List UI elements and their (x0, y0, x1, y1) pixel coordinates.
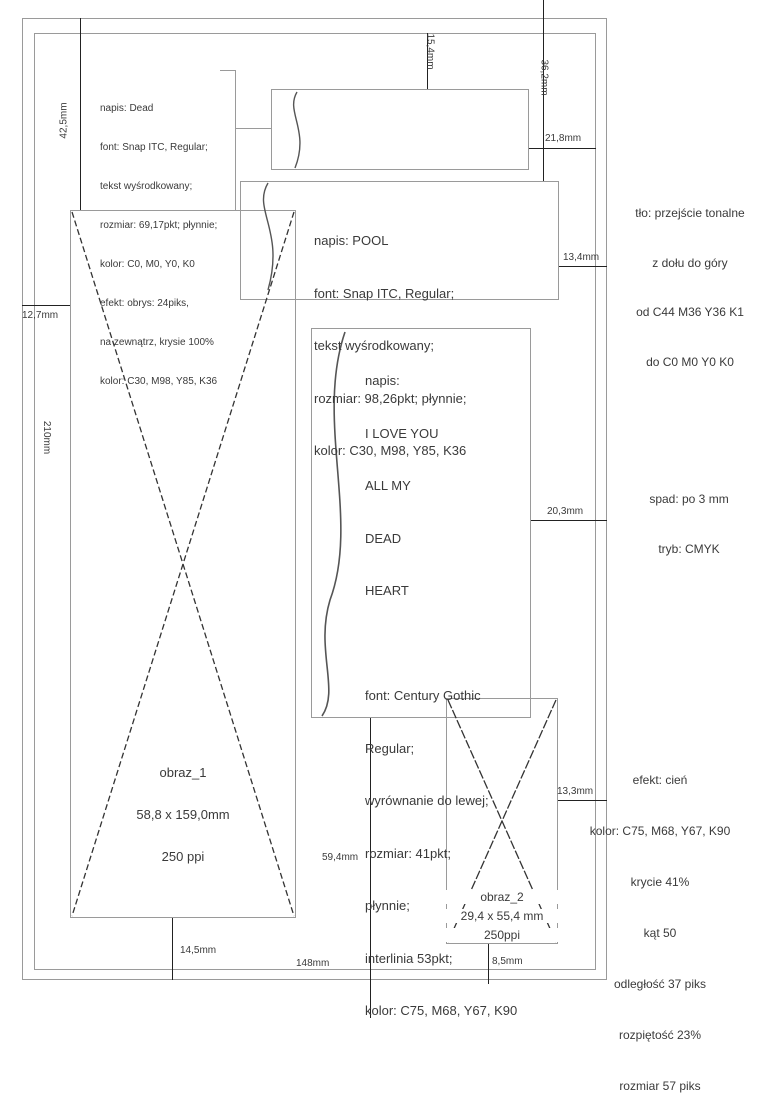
image1-ppi: 250 ppi (161, 849, 205, 864)
dead-line-4: rozmiar: 69,17pkt; płynnie; (100, 220, 218, 231)
dim-line-36-2 (543, 0, 544, 181)
love-line-2: I LOVE YOU (365, 425, 439, 441)
dead-line-1: napis: Dead (100, 103, 154, 114)
dim-label-21-8: 21,8mm (545, 133, 582, 144)
dim-line-59-4 (370, 718, 371, 1018)
dead-annotation-bracket (80, 70, 236, 210)
dim-label-14-5: 14,5mm (180, 945, 217, 956)
love-line-13: kolor: C75, M68, Y67, K90 (365, 1003, 518, 1018)
love-line-9: wyrównanie do lewej; (365, 793, 489, 808)
dim-line-12-7 (22, 305, 70, 306)
love-text-frame (311, 328, 531, 718)
dim-label-36-2: 36,2mm (538, 59, 550, 96)
dead-line-6: efekt: obrys: 24piks, (100, 298, 189, 309)
image2-ppi: 250ppi (446, 928, 558, 942)
image2-name: obraz_2 (446, 890, 558, 904)
dead-text-frame (271, 89, 529, 170)
shadow-line-4: kąt 50 (643, 926, 677, 940)
bleed-line-1: spad: po 3 mm (649, 492, 729, 506)
dim-label-8-5: 8,5mm (492, 956, 523, 967)
dead-bracket-bottom (80, 210, 236, 211)
love-line-10: rozmiar: 41pkt; (365, 845, 451, 861)
shadow-line-3: krycie 41% (630, 875, 690, 889)
shadow-line-6: rozpiętość 23% (618, 1028, 702, 1042)
love-line-6 (365, 635, 517, 653)
dead-bracket-top (220, 70, 236, 71)
dim-line-8-5 (488, 944, 489, 984)
dim-label-210: 210mm (41, 420, 53, 455)
love-line-5: HEART (365, 583, 409, 598)
dim-label-15-4: 15,4mm (424, 33, 436, 70)
image1-size: 58,8 x 159,0mm (136, 807, 230, 822)
dim-label-13-3: 13,3mm (557, 786, 594, 797)
bleed-outline (22, 18, 607, 980)
background-note: tło: przejście tonalne z dołu do góry od… (615, 172, 765, 387)
dead-line-3: tekst wyśrodkowany; (100, 181, 193, 192)
pool-text-frame (240, 181, 559, 300)
love-line-3: ALL MY (365, 478, 411, 493)
dim-line-14-5 (172, 918, 173, 980)
pool-line-5: kolor: C30, M98, Y85, K36 (314, 443, 467, 458)
image1-name: obraz_1 (159, 765, 207, 780)
shadow-line-5: odległość 37 piks (613, 977, 707, 991)
dim-line-20-3 (531, 520, 607, 521)
love-line-12: interlinia 53pkt; (365, 950, 453, 966)
dim-line-13-3 (558, 800, 607, 801)
dim-label-59-4: 59,4mm (322, 852, 359, 863)
love-line-1: napis: (365, 373, 400, 388)
bg-line-2: z dołu do góry (652, 255, 728, 270)
pool-line-3: tekst wyśrodkowany; (314, 338, 434, 353)
dim-line-13-4 (559, 266, 607, 267)
shadow-line-2: kolor: C75, M68, Y67, K90 (589, 824, 731, 838)
pool-line-2: font: Snap ITC, Regular; (314, 285, 455, 301)
dead-leader-line (236, 128, 271, 129)
shadow-line-7: rozmiar 57 piks (619, 1079, 701, 1093)
love-line-11: płynnie; (365, 898, 410, 913)
dim-line-42-5 (80, 18, 81, 210)
love-annotation: napis: I LOVE YOU ALL MY DEAD HEART font… (365, 337, 517, 1037)
dead-line-8: kolor: C30, M98, Y85, K36 (100, 376, 218, 387)
pool-line-1: napis: POOL (314, 233, 389, 248)
dim-label-42-5: 42,5mm (58, 102, 70, 139)
image2-frame (446, 698, 558, 944)
dead-line-7: na zewnątrz, krysie 100% (100, 337, 214, 348)
dim-label-12-7: 12,7mm (22, 310, 59, 321)
dead-annotation: napis: Dead font: Snap ITC, Regular; tek… (100, 76, 217, 401)
bleed-line-2: tryb: CMYK (658, 541, 720, 556)
shadow-line-1: efekt: cień (632, 773, 688, 787)
love-line-8: Regular; (365, 740, 415, 756)
bg-line-1: tło: przejście tonalne (635, 206, 745, 220)
bleed-note: spad: po 3 mm tryb: CMYK (620, 458, 758, 574)
pool-line-4: rozmiar: 98,26pkt; płynnie; (314, 390, 467, 406)
dead-line-5: kolor: C0, M0, Y0, K0 (100, 259, 195, 270)
dim-line-15-4 (427, 33, 428, 89)
dead-line-2: font: Snap ITC, Regular; (100, 142, 208, 153)
dim-label-13-4: 13,4mm (563, 252, 600, 263)
dim-label-20-3: 20,3mm (547, 506, 584, 517)
bg-line-3: od C44 M36 Y36 K1 (636, 305, 744, 319)
image2-size: 29,4 x 55,4 mm (440, 909, 564, 923)
dim-label-148: 148mm (296, 958, 330, 969)
pool-annotation: napis: POOL font: Snap ITC, Regular; tek… (314, 197, 466, 477)
love-line-4: DEAD (365, 530, 402, 546)
love-line-7: font: Century Gothic (365, 688, 481, 703)
bg-line-4: do C0 M0 Y0 K0 (646, 354, 734, 369)
dim-line-21-8 (529, 148, 596, 149)
trim-outline (34, 33, 596, 970)
